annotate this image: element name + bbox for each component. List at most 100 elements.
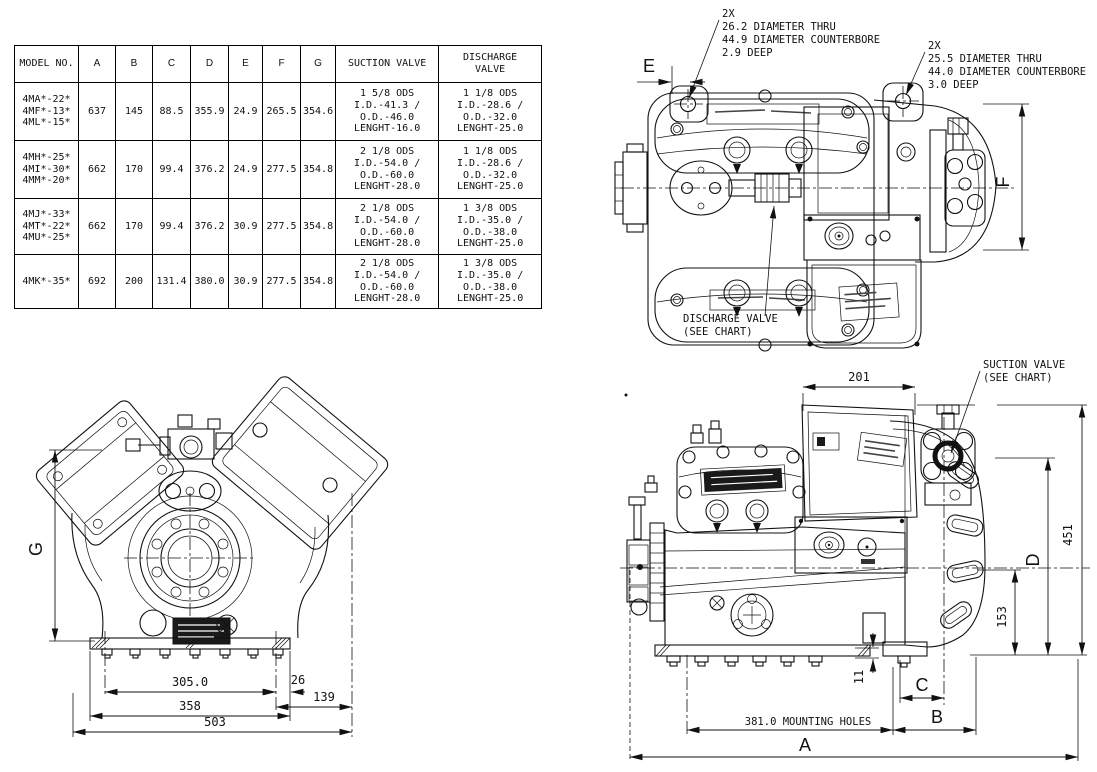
cell-f: 265.5 xyxy=(262,82,301,141)
cell-b: 200 xyxy=(115,254,153,309)
cell-g: 354.8 xyxy=(299,140,337,199)
header-b: B xyxy=(115,45,153,83)
cell-g: 354.8 xyxy=(299,254,337,309)
cell-d: 376.2 xyxy=(190,198,229,255)
cell-model: 4MK*-35* xyxy=(14,254,79,309)
callout-line: (SEE CHART) xyxy=(983,372,1053,384)
cell-b: 170 xyxy=(115,140,153,199)
cell-suction: 2 1/8 ODS I.D.-54.0 / O.D.-60.0 LENGHT-2… xyxy=(335,198,440,255)
cell-model: 4MJ*-33* 4MT*-22* 4MU*-25* xyxy=(14,198,79,255)
sensor-module xyxy=(794,516,908,574)
side-view-drawing: SUCTION VALVE (SEE CHART) xyxy=(620,359,1090,761)
dim-label-305: 305.0 xyxy=(172,675,208,689)
cell-e: 30.9 xyxy=(228,254,263,309)
oil-pump xyxy=(626,475,665,622)
suction-valve-callout: SUCTION VALVE (SEE CHART) xyxy=(950,359,1065,454)
leader-line xyxy=(905,51,926,96)
dim-label-11: 11 xyxy=(852,670,866,684)
table-row: 4MA*-22* 4MF*-13* 4ML*-15* 637 145 88.5 … xyxy=(14,82,543,141)
head-bolts xyxy=(670,89,870,352)
cell-b: 145 xyxy=(115,82,153,141)
cell-d: 355.9 xyxy=(190,82,229,141)
dim-label-e: E xyxy=(643,56,655,76)
note-line: 2X xyxy=(928,40,941,52)
cell-f: 277.5 xyxy=(262,254,301,309)
cell-discharge: 1 3/8 ODS I.D.-35.0 / O.D.-38.0 LENGHT-2… xyxy=(438,254,543,309)
note-line: 26.2 DIAMETER THRU xyxy=(722,21,836,33)
dim-label-201: 201 xyxy=(848,370,870,384)
callout-line: SUCTION VALVE xyxy=(983,359,1065,371)
cell-d: 376.2 xyxy=(190,140,229,199)
cell-g: 354.8 xyxy=(299,198,337,255)
header-f: F xyxy=(262,45,301,83)
cell-c: 88.5 xyxy=(152,82,191,141)
dim-label-26: 26 xyxy=(291,673,305,687)
cell-d: 380.0 xyxy=(190,254,229,309)
note-line: 2.9 DEEP xyxy=(722,47,773,59)
cell-c: 99.4 xyxy=(152,140,191,199)
cell-f: 277.5 xyxy=(262,140,301,199)
dim-label-358: 358 xyxy=(179,699,201,713)
cell-discharge: 1 1/8 ODS I.D.-28.6 / O.D.-32.0 LENGHT-2… xyxy=(438,140,543,199)
suction-valve xyxy=(920,404,976,506)
side-view-dims: 201 451 D 153 11 C B 381 xyxy=(629,370,1087,761)
dim-label-a: A xyxy=(799,735,811,755)
mounting-base xyxy=(89,637,291,659)
dim-label-b: B xyxy=(931,707,943,727)
dim-label-mounting-holes: 381.0 MOUNTING HOLES xyxy=(745,716,871,728)
dim-label-153: 153 xyxy=(995,606,1009,628)
mounting-feet xyxy=(654,612,928,668)
cell-c: 131.4 xyxy=(152,254,191,309)
dim-f: F xyxy=(983,103,1029,251)
dim-e: E xyxy=(637,56,705,94)
header-d: D xyxy=(190,45,229,83)
dim-label-139: 139 xyxy=(313,690,335,704)
dim-label-451: 451 xyxy=(1061,524,1075,546)
dim-label-d: D xyxy=(1023,554,1043,567)
cell-e: 24.9 xyxy=(228,140,263,199)
cell-suction: 1 5/8 ODS I.D.-41.3 / O.D.-46.0 LENGHT-1… xyxy=(335,82,440,141)
cell-a: 662 xyxy=(78,198,116,255)
dim-label-c: C xyxy=(916,675,929,695)
callout-line: (SEE CHART) xyxy=(683,326,753,338)
cell-model: 4MA*-22* 4MF*-13* 4ML*-15* xyxy=(14,82,79,141)
dim-label-g: G xyxy=(26,542,46,556)
cell-f: 277.5 xyxy=(262,198,301,255)
header-model-no: MODEL NO. xyxy=(14,45,79,83)
hole-note-right: 2X 25.5 DIAMETER THRU 44.0 DIAMETER COUN… xyxy=(905,40,1086,96)
cell-e: 30.9 xyxy=(228,198,263,255)
terminal-box xyxy=(801,404,918,522)
header-suction-valve: SUCTION VALVE xyxy=(335,45,440,83)
discharge-valve-callout: DISCHARGE VALVE (SEE CHART) xyxy=(683,205,778,338)
dim-label-f: F xyxy=(993,177,1013,188)
compressor-front-view-body xyxy=(35,376,389,659)
note-line: 2X xyxy=(722,8,735,20)
dim-g: G xyxy=(26,449,102,642)
unloader-assembly xyxy=(125,414,233,460)
table-row: 4MJ*-33* 4MT*-22* 4MU*-25* 662 170 99.4 … xyxy=(14,198,543,255)
cell-suction: 2 1/8 ODS I.D.-54.0 / O.D.-60.0 LENGHT-2… xyxy=(335,254,440,309)
header-c: C xyxy=(152,45,191,83)
cell-model: 4MH*-25* 4MI*-30* 4MM*-20* xyxy=(14,140,79,199)
cell-b: 170 xyxy=(115,198,153,255)
cell-e: 24.9 xyxy=(228,82,263,141)
note-line: 25.5 DIAMETER THRU xyxy=(928,53,1042,65)
header-e: E xyxy=(228,45,263,83)
bearing-housing xyxy=(124,493,256,625)
cell-discharge: 1 1/8 ODS I.D.-28.6 / O.D.-32.0 LENGHT-2… xyxy=(438,82,543,141)
cell-discharge: 1 3/8 ODS I.D.-35.0 / O.D.-38.0 LENGHT-2… xyxy=(438,198,543,255)
cell-a: 662 xyxy=(78,140,116,199)
cell-a: 637 xyxy=(78,82,116,141)
sight-glass xyxy=(730,593,774,637)
motor-end xyxy=(889,415,986,648)
module-label xyxy=(838,282,900,322)
dim-label-503: 503 xyxy=(204,715,226,729)
hole-note-left: 2X 26.2 DIAMETER THRU 44.9 DIAMETER COUN… xyxy=(688,8,880,99)
table-header-row: MODEL NO. A B C D E F G SUCTION VALVE DI… xyxy=(14,45,543,83)
model-spec-table: MODEL NO. A B C D E F G SUCTION VALVE DI… xyxy=(14,45,543,309)
front-bottom-dims: 305.0 26 139 358 503 xyxy=(72,493,353,737)
header-a: A xyxy=(78,45,116,83)
note-line: 44.9 DIAMETER COUNTERBORE xyxy=(722,34,880,46)
cell-a: 692 xyxy=(78,254,116,309)
